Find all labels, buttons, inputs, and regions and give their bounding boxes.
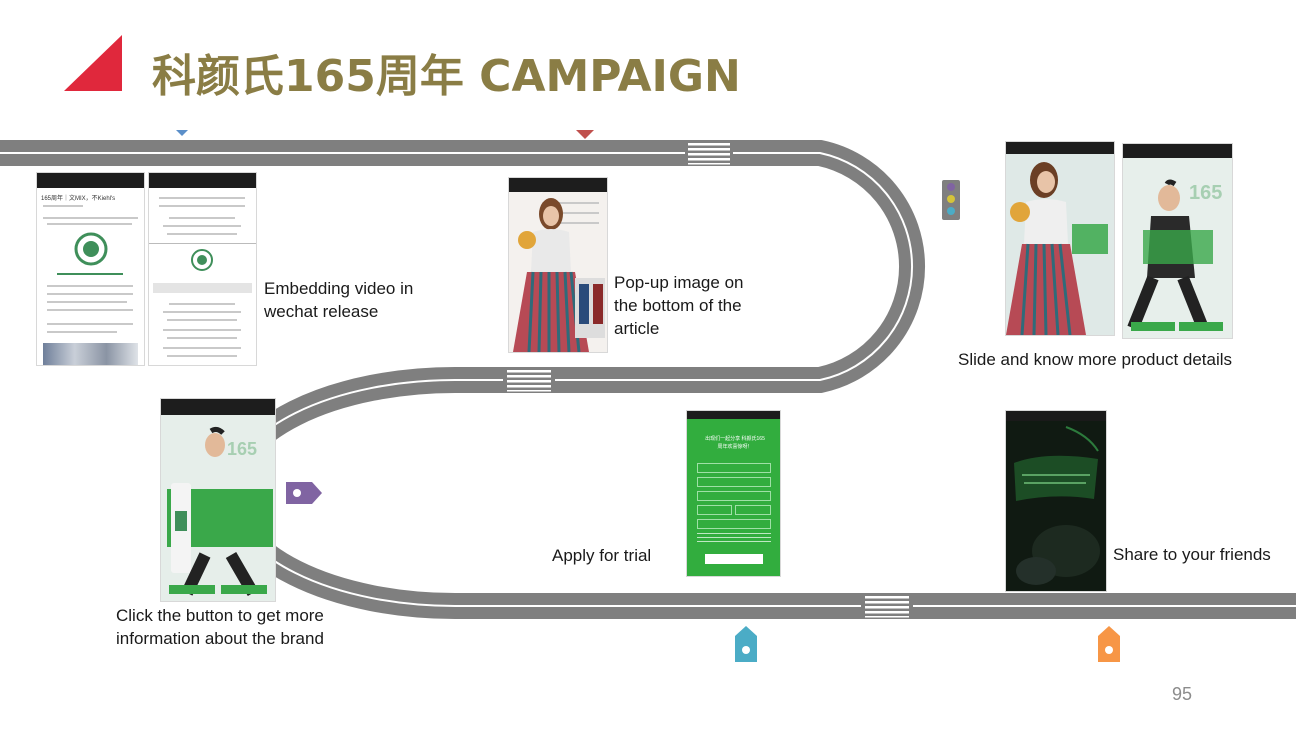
trial-field-code	[697, 491, 771, 501]
purple-tag-icon	[286, 482, 322, 504]
caption-embedding-video: Embedding video in wechat release	[264, 279, 414, 321]
brand-seal-icon	[74, 232, 108, 266]
product-button-left	[1131, 322, 1175, 331]
product-slide-screenshot-2: 165	[1122, 143, 1233, 339]
caption-apply-trial: Apply for trial	[552, 546, 652, 565]
accent-triangle-icon	[64, 35, 122, 91]
share-screenshot	[1005, 410, 1107, 592]
trial-form-screenshot: 出现们一起分享 科颜氏165周年欢喜惊呀！	[686, 410, 781, 577]
brand-button-left	[169, 585, 215, 594]
article-header-text: 165周年｜文MIX，不Kiehl's	[41, 196, 116, 202]
video-seal-icon	[191, 249, 213, 271]
trial-form-heading: 出现们一起分享 科颜氏165周年欢喜惊呀！	[705, 436, 765, 450]
video-player-bar	[153, 283, 252, 293]
product-slide-screenshot-1	[1005, 141, 1115, 336]
trial-field-province	[697, 505, 732, 515]
caption-click-button: Click the button to get more information…	[116, 606, 324, 648]
share-overlay-icon	[1014, 426, 1100, 585]
trial-field-name	[697, 463, 771, 473]
orange-tag-icon	[1098, 626, 1120, 662]
popup-image-screenshot	[508, 177, 608, 353]
anniversary-165-text: 165	[227, 439, 258, 459]
male-model-photo-icon	[167, 426, 273, 597]
red-triangle-marker-icon	[576, 130, 594, 139]
blue-tag-icon	[735, 626, 757, 662]
male-model-photo-icon	[1127, 179, 1213, 331]
brand-button-right	[221, 585, 267, 594]
slide-title: 科颜氏165周年 CAMPAIGN	[152, 51, 741, 102]
trial-submit-button	[705, 554, 763, 564]
traffic-light-icon	[942, 180, 960, 220]
blue-triangle-marker-icon	[176, 130, 188, 136]
caption-share-friends: Share to your friends	[1113, 545, 1271, 564]
page-number: 95	[1172, 684, 1193, 704]
caption-slide-details: Slide and know more product details	[958, 350, 1233, 369]
wechat-article-screenshot-2	[148, 172, 257, 366]
product-button-right	[1179, 322, 1223, 331]
trial-field-phone	[697, 477, 771, 487]
trial-field-city	[735, 505, 771, 515]
caption-popup-image: Pop-up image on the bottom of the articl…	[614, 273, 744, 338]
model-photo-icon	[1006, 162, 1108, 335]
wechat-article-screenshot-1: 165周年｜文MIX，不Kiehl's	[36, 172, 145, 366]
trial-field-address	[697, 519, 771, 529]
model-photo-icon	[513, 198, 605, 352]
anniversary-165-text: 165	[1189, 182, 1223, 204]
brand-info-screenshot: 165	[160, 398, 276, 602]
